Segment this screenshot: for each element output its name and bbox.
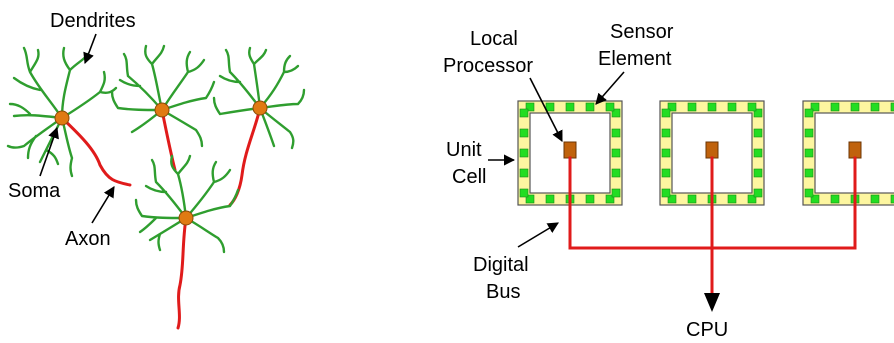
local-processor (563, 141, 577, 159)
axon-label: Axon (65, 228, 111, 250)
sensor-element (870, 102, 880, 112)
sensor-element (727, 102, 737, 112)
sensor-element (661, 188, 671, 198)
soma-2 (154, 102, 170, 118)
sensor-element (747, 102, 757, 112)
sensor-element (519, 168, 529, 178)
axon-4 (176, 216, 188, 330)
sensor-element (565, 102, 575, 112)
neuron-network (6, 44, 306, 330)
sensor-element (611, 188, 621, 198)
sensor-element (707, 102, 717, 112)
axon-2 (160, 108, 177, 172)
sensor-element (611, 148, 621, 158)
sensor-element (753, 168, 763, 178)
dendrites-arrow (83, 33, 97, 65)
sensor-element (519, 188, 529, 198)
sensor-element-label-line2: Element (598, 48, 672, 70)
sensor-element (661, 128, 671, 138)
sensor-element (830, 102, 840, 112)
soma-3 (252, 100, 268, 116)
digital-bus (568, 156, 857, 298)
sensor-element (727, 194, 737, 204)
axon-3 (228, 106, 262, 207)
sensor-element (810, 194, 820, 204)
sensor-element (661, 168, 671, 178)
sensor-element (661, 148, 671, 158)
axon-arrow (91, 186, 115, 224)
sensor-array (517, 100, 894, 206)
sensor-element (687, 194, 697, 204)
unit-cell-label-line2: Cell (452, 166, 486, 188)
sensor-element (661, 108, 671, 118)
local-processor-arrow (529, 77, 563, 142)
sensor-element (850, 102, 860, 112)
sensor-element (585, 102, 595, 112)
soma-arrow (39, 126, 59, 177)
sensor-element (687, 102, 697, 112)
digital-bus-label-line1: Digital (473, 254, 529, 276)
sensor-element (890, 194, 894, 204)
sensor-element (753, 128, 763, 138)
sensor-element (605, 194, 615, 204)
digital-bus-label-line2: Bus (486, 281, 520, 303)
sensor-element (753, 108, 763, 118)
sensor-element (545, 102, 555, 112)
sensor-element (830, 194, 840, 204)
digital-bus-arrow (517, 222, 559, 248)
sensor-element (611, 168, 621, 178)
sensor-element (519, 148, 529, 158)
soma-1 (54, 110, 70, 126)
sensor-element (890, 102, 894, 112)
sensor-element (525, 194, 535, 204)
sensor-element (585, 194, 595, 204)
sensor-element (605, 102, 615, 112)
sensor-element (519, 128, 529, 138)
cpu-label: CPU (686, 319, 728, 341)
sensor-element (810, 102, 820, 112)
sensor-element (667, 102, 677, 112)
local-processor (705, 141, 719, 159)
sensor-element (804, 148, 814, 158)
dendrites-label: Dendrites (50, 10, 136, 32)
sensor-element (519, 108, 529, 118)
local-processor-label-line1: Local (470, 28, 518, 50)
sensor-element (804, 188, 814, 198)
dendrite-clusters (6, 44, 306, 254)
sensor-element (747, 194, 757, 204)
axon-1 (60, 116, 132, 187)
sensor-element (804, 168, 814, 178)
local-processor-label-line2: Processor (443, 55, 533, 77)
unit-cell-label-line1: Unit (446, 139, 482, 161)
soma-4 (178, 210, 194, 226)
sensor-element (753, 148, 763, 158)
sensor-element (545, 194, 555, 204)
sensor-element-arrow (595, 71, 625, 105)
unit-cell-3 (802, 100, 894, 206)
sensor-element (611, 108, 621, 118)
sensor-element (667, 194, 677, 204)
somas (54, 100, 268, 226)
sensor-element (753, 188, 763, 198)
sensor-element (804, 108, 814, 118)
sensor-element (870, 194, 880, 204)
local-processor (848, 141, 862, 159)
cpu-arrowhead (704, 293, 720, 312)
sensor-element (525, 102, 535, 112)
sensor-element-label-line1: Sensor (610, 21, 674, 43)
soma-label: Soma (8, 180, 61, 202)
sensor-element (804, 128, 814, 138)
sensor-element (611, 128, 621, 138)
